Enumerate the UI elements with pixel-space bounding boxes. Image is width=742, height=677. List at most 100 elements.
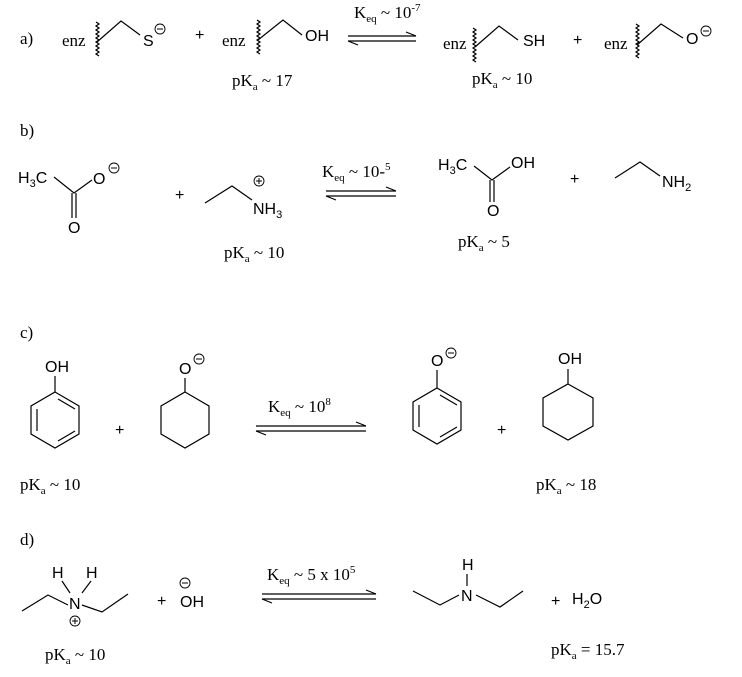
enzyme-alcohol: enz OH: [222, 19, 329, 55]
carbonyl-oxygen: O: [487, 203, 499, 220]
negative-charge-icon: [179, 577, 191, 589]
nitrogen-atom: N: [461, 588, 473, 605]
bond: [473, 165, 511, 181]
plus-sign: +: [195, 27, 204, 44]
hydroxide-ion: OH: [180, 594, 204, 611]
acetate: H3C O O: [18, 162, 120, 237]
diethylamine: H N: [412, 557, 524, 608]
water-molecule: H2O: [572, 591, 602, 611]
equilibrium-arrow-b: Keq ~ 10-5: [322, 161, 397, 201]
part-label-b: b): [20, 121, 34, 140]
plus-sign: +: [115, 422, 124, 439]
hydrogen-atom: H: [52, 565, 64, 582]
ammonium-group: NH3: [253, 201, 282, 221]
plus-sign: +: [573, 32, 582, 49]
equilibrium-arrow-a: Keq ~ 10-7: [347, 2, 421, 46]
hydroxide: OH: [179, 577, 204, 611]
pka-label: pKa ~ 10: [472, 69, 532, 91]
enz-label: enz: [604, 34, 628, 53]
oxygen-atom: O: [686, 31, 698, 48]
part-label-a: a): [20, 29, 33, 48]
bond: [96, 20, 141, 43]
ethylammonium: NH3: [204, 175, 282, 221]
cyclohexane-ring: [160, 391, 210, 449]
bond: [412, 590, 460, 606]
reaction-c: c) OH + O Keq ~ 108 O + OH: [20, 323, 596, 497]
equilibrium-arrow-c: Keq ~ 108: [255, 396, 367, 436]
keq-label: Keq ~ 5 x 105: [267, 564, 356, 587]
negative-charge-icon: [445, 347, 457, 359]
phenol: OH: [30, 359, 80, 449]
bond: [81, 593, 129, 613]
plus-sign: +: [497, 422, 506, 439]
hydroxyl-group: OH: [305, 28, 329, 45]
keq-label: Keq ~ 10-5: [322, 161, 391, 184]
cyclohexoxide: O: [160, 353, 210, 449]
wavy-bond: [256, 19, 261, 55]
cyclohexanol: OH: [542, 351, 594, 441]
part-label-c: c): [20, 323, 33, 342]
hydrogen-atom: H: [86, 565, 98, 582]
hydroxyl-group: OH: [558, 351, 582, 368]
pka-label: pKa ~ 10: [224, 243, 284, 265]
bond: [21, 594, 69, 612]
reaction-b: b) H3C O O + NH3 Keq ~ 10-5 H3C OH O +: [18, 121, 691, 265]
oxygen-atom: O: [431, 353, 443, 370]
enzyme-alkoxide: enz O: [604, 23, 712, 59]
bond: [257, 19, 303, 41]
carbonyl-oxygen: O: [68, 220, 80, 237]
bond: [614, 161, 661, 179]
benzene-ring: [30, 391, 80, 449]
pka-label: pKa ~ 10: [45, 645, 105, 667]
plus-sign: +: [570, 171, 579, 188]
hydroxyl-group: OH: [45, 359, 69, 376]
hydroxyl-group: OH: [511, 155, 535, 172]
sulfur-atom: S: [143, 33, 154, 50]
nitrogen-atom: N: [69, 596, 81, 613]
pka-label: pKa = 15.7: [551, 640, 625, 662]
wavy-bond: [472, 27, 477, 63]
diethylammonium: H H N: [21, 565, 129, 627]
negative-charge-icon: [154, 23, 166, 35]
keq-label: Keq ~ 108: [268, 396, 331, 419]
bond: [474, 25, 519, 48]
positive-charge-icon: [69, 615, 81, 627]
plus-sign: +: [157, 593, 166, 610]
plus-sign: +: [175, 187, 184, 204]
enzyme-thiolate: enz S: [62, 20, 166, 57]
bond: [475, 590, 524, 608]
oxygen-atom: O: [93, 171, 105, 188]
keq-label: Keq ~ 10-7: [354, 2, 421, 25]
pka-label: pKa ~ 17: [232, 71, 293, 93]
hydrogen-atom: H: [462, 557, 474, 574]
part-label-d: d): [20, 530, 34, 549]
reaction-a: a) enz S + enz OH Keq ~ 10-7 enz SH +: [20, 2, 712, 93]
amine-group: NH2: [662, 174, 691, 194]
plus-sign: +: [551, 593, 560, 610]
methyl-group: H3C: [18, 170, 47, 190]
phenoxide: O: [412, 347, 462, 445]
enz-label: enz: [443, 34, 467, 53]
positive-charge-icon: [253, 175, 265, 187]
negative-charge-icon: [193, 353, 205, 365]
cyclohexane-ring: [542, 383, 594, 441]
equilibrium-arrow-d: Keq ~ 5 x 105: [261, 564, 377, 604]
acetic-acid: H3C OH O: [438, 155, 535, 220]
pka-label: pKa ~ 5: [458, 232, 510, 254]
wavy-bond: [95, 21, 100, 57]
thiol-group: SH: [523, 33, 545, 50]
pka-label: pKa ~ 18: [536, 475, 596, 497]
reaction-d: d) H H N + OH Keq ~ 5 x 105 H N + H2: [20, 530, 625, 667]
bond: [636, 23, 684, 46]
pka-label: pKa ~ 10: [20, 475, 80, 497]
negative-charge-icon: [108, 162, 120, 174]
enz-label: enz: [62, 31, 86, 50]
ethylamine: NH2: [614, 161, 691, 194]
enz-label: enz: [222, 31, 246, 50]
wavy-bond: [635, 23, 640, 59]
bond: [204, 185, 253, 204]
methyl-group: H3C: [438, 157, 467, 177]
oxygen-atom: O: [179, 361, 191, 378]
enzyme-thiol: enz SH: [443, 25, 545, 63]
